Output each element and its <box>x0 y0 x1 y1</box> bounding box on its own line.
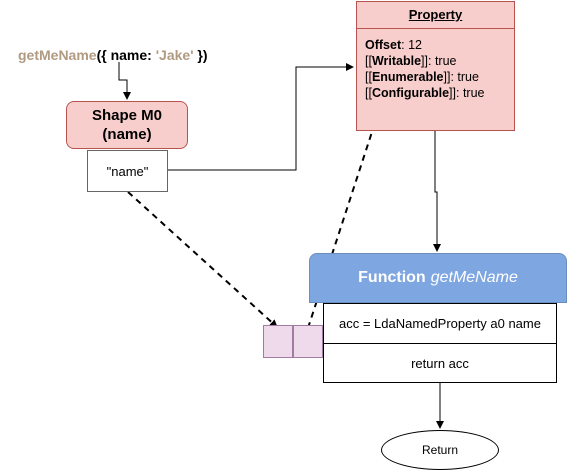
call-expression: getMeName({ name: 'Jake' }) <box>18 47 208 63</box>
return-node: Return <box>381 430 499 470</box>
property-title: Property <box>357 2 514 29</box>
function-instruction-load: acc = LdaNamedProperty a0 name <box>323 303 557 344</box>
function-instruction-return: return acc <box>323 343 557 383</box>
function-name: getMeName <box>430 269 518 286</box>
property-body: Offset: 12 [[Writable]]: true [[Enumerab… <box>357 29 514 101</box>
call-string-literal: 'Jake' <box>155 47 194 63</box>
call-open: ({ name: <box>96 47 156 63</box>
instruction-2-text: return acc <box>411 355 469 371</box>
feedback-vector-cell-2 <box>293 325 323 358</box>
property-writable: [[Writable]]: true <box>365 54 457 68</box>
call-close: }) <box>193 47 208 63</box>
property-node: Property Offset: 12 [[Writable]]: true [… <box>356 1 515 131</box>
return-label: Return <box>421 443 459 457</box>
shape-slot-label: "name" <box>106 163 149 179</box>
edge-property-to-function <box>433 131 441 252</box>
shape-title: Shape M0 <box>91 107 163 124</box>
instruction-1-text: acc = LdaNamedProperty a0 name <box>339 316 541 331</box>
edge-slot-to-property <box>168 63 354 171</box>
property-configurable: [[Configurable]]: true <box>365 86 485 100</box>
feedback-vector-cell-1 <box>263 325 293 358</box>
shape-slot-name: "name" <box>87 150 168 192</box>
call-function-name: getMeName <box>18 47 97 63</box>
shape-node: Shape M0 (name) <box>66 101 188 149</box>
edge-call-to-shape <box>118 62 131 100</box>
function-label: Function <box>358 269 426 286</box>
property-offset: Offset: 12 <box>365 38 422 52</box>
shape-subtitle: (name) <box>102 126 152 143</box>
property-enumerable: [[Enumerable]]: true <box>365 70 479 84</box>
edge-dashed-slot-to-cell <box>127 191 278 328</box>
